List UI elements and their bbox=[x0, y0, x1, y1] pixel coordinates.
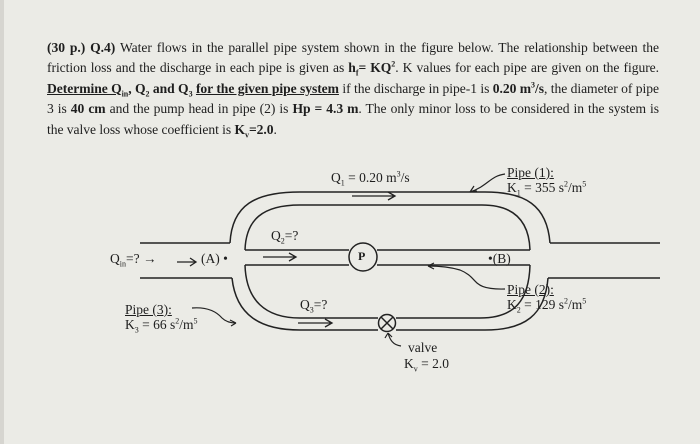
for-system-text: for the given pipe system bbox=[195, 80, 339, 96]
valve-icon bbox=[377, 313, 397, 333]
q2-label: Q2=? bbox=[271, 228, 299, 246]
determine-text: Determine Qin bbox=[47, 80, 129, 99]
pump-head-given: Hp = 4.3 m bbox=[292, 101, 359, 117]
problem-statement: (30 p.) Q.4) Water flows in the parallel… bbox=[47, 40, 660, 140]
pipe2-annotation: Pipe (2): K2 = 129 s2/m5 bbox=[507, 282, 587, 315]
page-edge-shadow bbox=[0, 0, 4, 444]
valve-annotation: valve Kv = 2.0 bbox=[404, 340, 449, 374]
pipe3-inner bbox=[244, 264, 531, 319]
pump-label: P bbox=[358, 249, 366, 263]
qin-label: Qin=? → bbox=[110, 251, 157, 269]
pump-icon bbox=[348, 242, 378, 272]
node-a-label: (A) • bbox=[201, 251, 228, 266]
q1-given: 0.20 m3/s bbox=[492, 80, 544, 96]
pipe1-annotation: Pipe (1): K1 = 355 s2/m5 bbox=[507, 165, 587, 198]
q3-label: Q3=? bbox=[300, 297, 328, 315]
pipe1-inner bbox=[244, 204, 531, 251]
valve-coefficient-given: Kv=2.0 bbox=[234, 121, 274, 140]
question-number: Q.4) bbox=[90, 40, 116, 55]
pipe3-outer bbox=[231, 277, 549, 331]
leader-lines bbox=[191, 173, 506, 347]
diameter-given: 40 cm bbox=[70, 101, 106, 117]
flow-arrows bbox=[177, 191, 397, 328]
pipe1-outer bbox=[229, 191, 551, 244]
q1-label: Q1 = 0.20 m3/s bbox=[331, 169, 410, 188]
points: (30 p.) bbox=[47, 40, 86, 55]
node-b-label: •(B) bbox=[488, 251, 511, 266]
friction-formula: hf= KQ2 bbox=[348, 59, 396, 79]
pipe3-annotation: Pipe (3): K3 = 66 s2/m5 bbox=[125, 302, 198, 335]
